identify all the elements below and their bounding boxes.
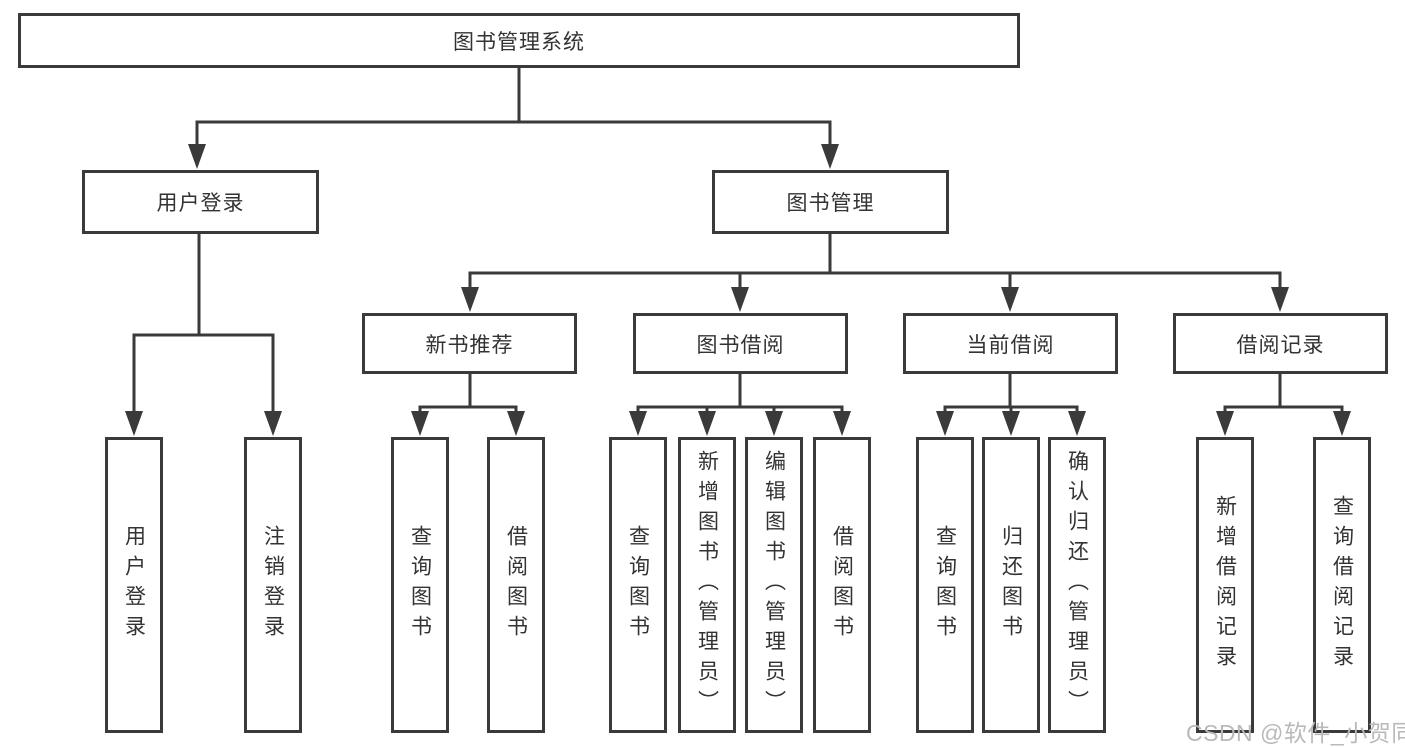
node-label: 图书管理: [786, 192, 875, 215]
arrow-down-icon: [1068, 411, 1086, 436]
arrow-down-icon: [188, 144, 206, 169]
node-root-library-system: 图书管理系统: [18, 13, 1020, 68]
node-label: 借阅图书: [504, 525, 528, 645]
connector-book-management-children: [468, 234, 1282, 288]
arrow-down-icon: [1002, 411, 1020, 436]
arrow-down-icon: [833, 411, 851, 436]
node-current-borrow: 当前借阅: [903, 313, 1118, 374]
leaf-edit-books-admin: 编辑图书（管理员）: [745, 437, 803, 733]
arrow-down-icon: [731, 287, 749, 312]
node-label: 图书管理系统: [453, 30, 585, 54]
leaf-logout: 注销登录: [244, 437, 302, 733]
connector-user-login-children: [132, 234, 275, 412]
arrow-down-icon: [125, 411, 143, 436]
node-label: 确认归还（管理员）: [1065, 450, 1089, 720]
arrow-down-icon: [1216, 411, 1234, 436]
node-user-login: 用户登录: [82, 170, 319, 234]
node-label: 查询图书: [626, 525, 650, 645]
leaf-query-books-current: 查询图书: [916, 437, 974, 733]
csdn-watermark: CSDN @软件_小贺同学: [1186, 720, 1405, 746]
leaf-borrow-books-recommend: 借阅图书: [487, 437, 545, 733]
arrow-down-icon: [264, 411, 282, 436]
leaf-borrow-books: 借阅图书: [813, 437, 871, 733]
node-label: 借阅记录: [1236, 333, 1325, 357]
leaf-return-books: 归还图书: [982, 437, 1040, 733]
arrow-down-icon: [629, 411, 647, 436]
leaf-add-books-admin: 新增图书（管理员）: [678, 437, 736, 733]
node-label: 归还图书: [999, 525, 1023, 645]
leaf-add-borrow-record: 新增借阅记录: [1196, 437, 1254, 733]
node-book-borrow: 图书借阅: [633, 313, 848, 374]
leaf-query-books-borrow: 查询图书: [609, 437, 667, 733]
node-label: 当前借阅: [966, 333, 1055, 357]
arrow-down-icon: [1271, 287, 1289, 312]
node-label: 新增图书（管理员）: [695, 450, 719, 720]
node-label: 查询图书: [408, 525, 432, 645]
arrow-down-icon: [411, 411, 429, 436]
node-book-management: 图书管理: [712, 170, 949, 234]
node-label: 借阅图书: [830, 525, 854, 645]
node-label: 查询图书: [933, 525, 957, 645]
node-label: 图书借阅: [696, 333, 785, 357]
arrow-down-icon: [765, 411, 783, 436]
arrow-down-icon: [1001, 287, 1019, 312]
arrow-down-icon: [698, 411, 716, 436]
leaf-confirm-return-admin: 确认归还（管理员）: [1048, 437, 1106, 733]
leaf-user-login: 用户登录: [105, 437, 163, 733]
connector-current-borrow-children: [943, 373, 1079, 412]
node-label: 编辑图书（管理员）: [762, 450, 786, 720]
connector-borrow-records-children: [1223, 373, 1344, 412]
node-label: 新增借阅记录: [1213, 495, 1237, 675]
node-label: 用户登录: [156, 192, 245, 215]
arrow-down-icon: [1333, 411, 1351, 436]
connector-root-to-level2: [195, 68, 832, 146]
arrow-down-icon: [507, 411, 525, 436]
leaf-query-borrow-record: 查询借阅记录: [1313, 437, 1371, 733]
node-label: 用户登录: [122, 525, 146, 645]
node-label: 查询借阅记录: [1330, 495, 1354, 675]
arrow-down-icon: [461, 287, 479, 312]
node-label: 新书推荐: [425, 333, 514, 357]
leaf-query-books-recommend: 查询图书: [391, 437, 449, 733]
arrow-down-icon: [936, 411, 954, 436]
connector-book-borrow-children: [636, 373, 844, 412]
node-new-book-recommend: 新书推荐: [362, 313, 577, 374]
arrow-down-icon: [821, 144, 839, 169]
node-borrow-records: 借阅记录: [1173, 313, 1388, 374]
arrowheads: [125, 144, 1351, 436]
node-label: 注销登录: [261, 525, 285, 645]
connector-new-book-children: [418, 373, 518, 412]
